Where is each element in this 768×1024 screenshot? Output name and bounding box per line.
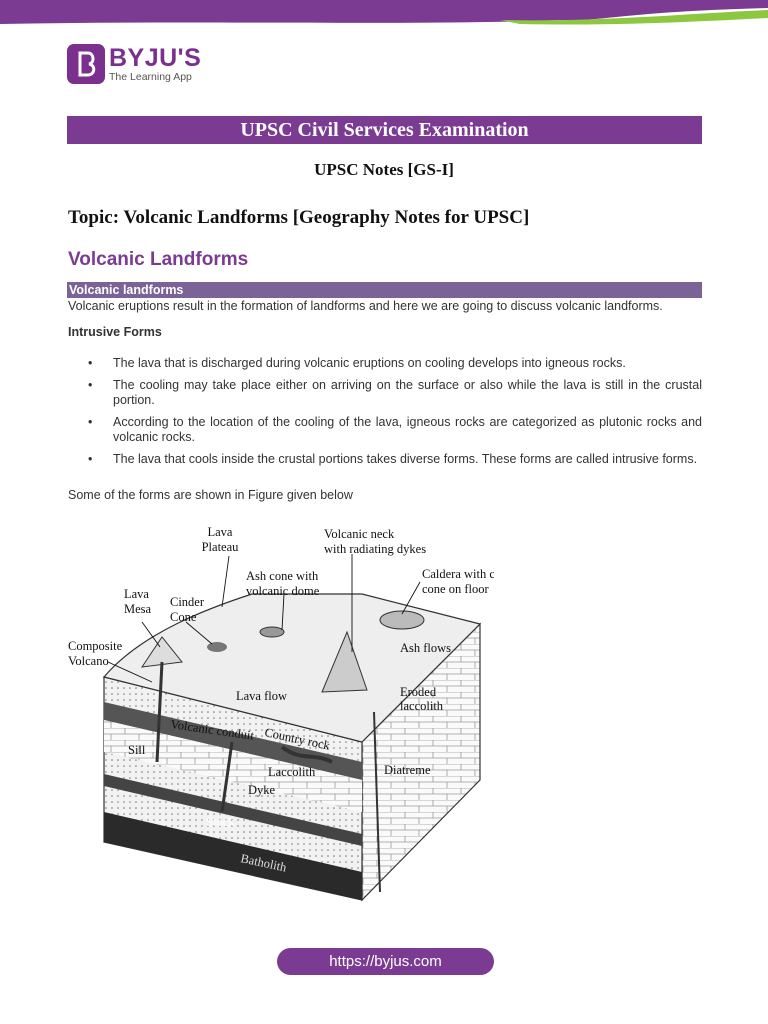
intro-paragraph: Volcanic eruptions result in the formati… (68, 299, 663, 313)
list-item: • The lava that is discharged during volc… (68, 356, 702, 372)
bullet-icon: • (88, 356, 93, 370)
ash-cone-shape (259, 626, 285, 638)
list-item: • The lava that cools inside the crustal … (68, 452, 702, 468)
label-lava-plateau-2: Plateau (202, 540, 240, 554)
caldera-shape (379, 610, 425, 630)
bullet-icon: • (88, 451, 93, 466)
brand-tagline: The Learning App (109, 71, 192, 83)
byjus-logo-icon (67, 44, 105, 84)
bullet-list: • The lava that is discharged during volc… (68, 356, 702, 473)
list-item-text: According to the location of the cooling… (113, 414, 702, 445)
footer-url-link[interactable]: https://byjus.com (277, 948, 494, 975)
dyke-line (220, 741, 234, 813)
top-decorative-bar (0, 0, 768, 26)
list-item-text: The lava that is discharged during volca… (113, 356, 626, 370)
section-title: Volcanic Landforms (68, 249, 249, 270)
topic-heading: Topic: Volcanic Landforms [Geography Not… (68, 207, 530, 228)
list-item-text: The lava that cools inside the crustal p… (113, 451, 698, 466)
volcanic-neck-shape (321, 630, 368, 693)
subheading: Intrusive Forms (68, 325, 162, 339)
label-eroded-1: Eroded (400, 685, 437, 699)
rock-layer-bricks (104, 720, 362, 812)
label-cinder-cone-1: Cinder (170, 595, 205, 609)
label-ash-flows: Ash flows (400, 641, 451, 655)
notes-subtitle: UPSC Notes [GS-I] (314, 160, 454, 179)
label-eroded-2: laccolith (400, 699, 444, 713)
volcanic-conduit-line (155, 661, 164, 763)
label-ash-cone-1: Ash cone with (246, 569, 319, 583)
label-volcanic-neck-1: Volcanic neck (324, 527, 395, 541)
outro-paragraph: Some of the forms are shown in Figure gi… (68, 488, 353, 502)
label-composite-2: Volcano (68, 654, 109, 668)
label-caldera-2: cone on floor (422, 582, 489, 596)
rock-layer-band (104, 774, 362, 846)
label-lava-plateau-1: Lava (208, 525, 233, 539)
label-ash-cone-2: volcanic dome (246, 584, 320, 598)
label-volcanic-neck-2: with radiating dykes (324, 542, 426, 556)
block-top-surface (102, 593, 482, 743)
label-lava-mesa-2: Mesa (124, 602, 152, 616)
label-laccolith: Laccolith (268, 765, 316, 779)
label-lava-flow: Lava flow (236, 689, 287, 703)
exam-banner: UPSC Civil Services Examination (67, 116, 702, 144)
list-item: • According to the location of the coolin… (68, 415, 702, 446)
label-lava-mesa-1: Lava (124, 587, 149, 601)
volcanic-landforms-figure: Lava Plateau Volcanic neck with radiatin… (62, 512, 521, 912)
label-stock: Stock (206, 815, 235, 829)
label-dyke: Dyke (248, 783, 276, 797)
batholith-mass (104, 812, 362, 900)
list-item-text: The cooling may take place either on arr… (113, 377, 702, 408)
label-composite-1: Composite (68, 639, 123, 653)
brand-name: BYJU'S (109, 44, 202, 72)
diatreme-line (373, 711, 381, 893)
section-bar: Volcanic landforms (67, 282, 702, 298)
rock-layer-dark (104, 702, 362, 780)
label-diatreme: Diatreme (384, 763, 431, 777)
bullet-icon: • (88, 414, 93, 429)
label-caldera-1: Caldera with cinder (422, 567, 494, 581)
cinder-cone-shape (207, 642, 227, 652)
laccolith-shape (280, 745, 333, 764)
list-item: • The cooling may take place either on ar… (68, 378, 702, 409)
leader-lines (107, 554, 421, 683)
bullet-icon: • (88, 377, 93, 392)
label-sill: Sill (128, 743, 146, 757)
label-cinder-cone-2: Cone (170, 610, 197, 624)
